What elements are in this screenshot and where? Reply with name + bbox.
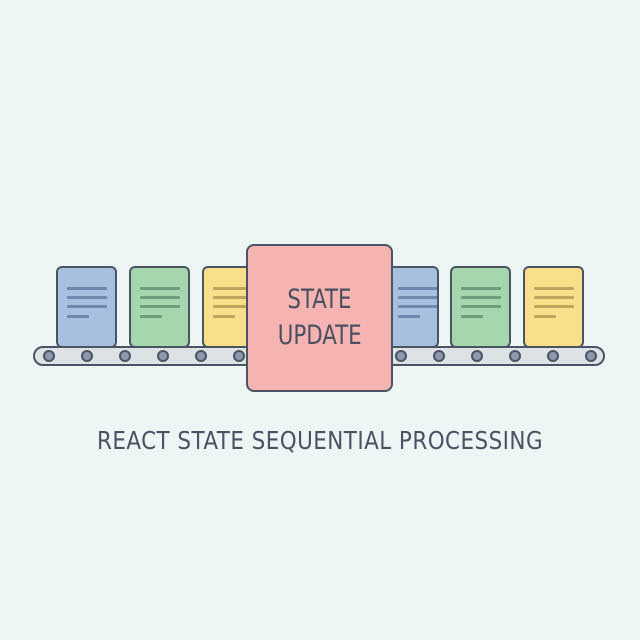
roller — [509, 350, 521, 362]
roller — [157, 350, 169, 362]
roller — [81, 350, 93, 362]
document-card-green — [450, 266, 511, 348]
roller — [43, 350, 55, 362]
document-card-blue — [56, 266, 117, 348]
state-update-line2: UPDATE — [277, 320, 362, 351]
roller — [471, 350, 483, 362]
roller — [195, 350, 207, 362]
roller — [433, 350, 445, 362]
roller — [547, 350, 559, 362]
document-card-yellow — [523, 266, 584, 348]
state-update-box: STATE UPDATE — [246, 244, 393, 392]
roller — [395, 350, 407, 362]
roller — [585, 350, 597, 362]
roller — [233, 350, 245, 362]
document-card-green — [129, 266, 190, 348]
state-update-line1: STATE — [287, 284, 352, 315]
caption: REACT STATE SEQUENTIAL PROCESSING — [96, 426, 544, 455]
roller — [119, 350, 131, 362]
